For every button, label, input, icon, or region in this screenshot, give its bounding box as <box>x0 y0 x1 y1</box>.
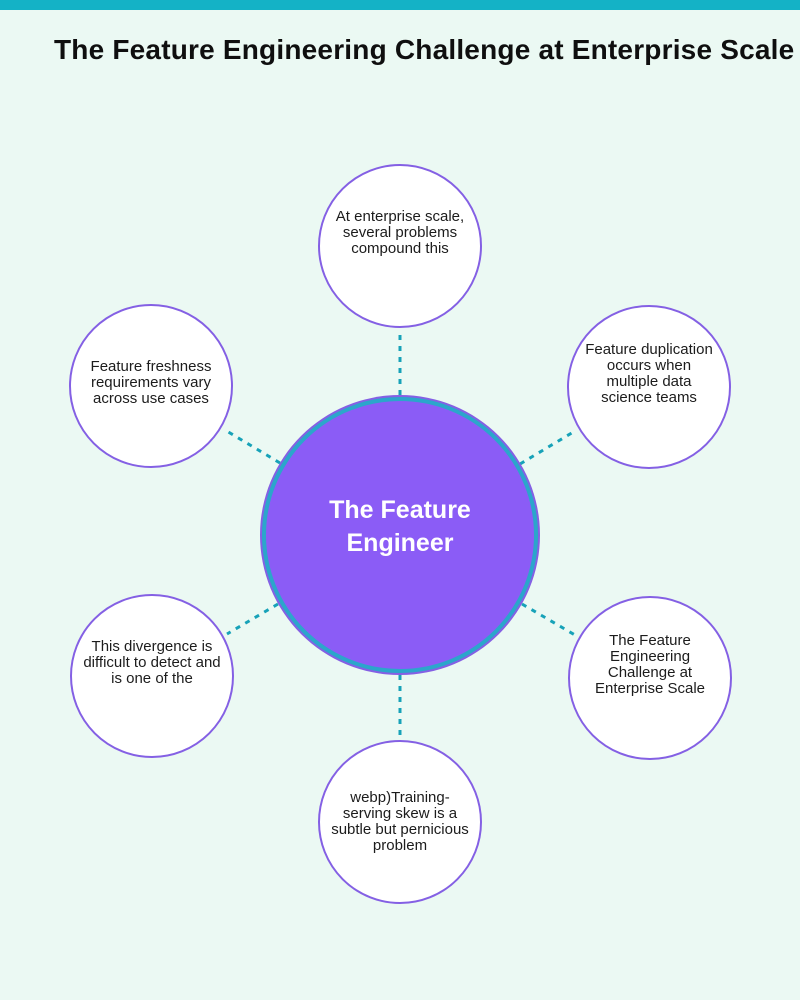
center-node: The Feature Engineer <box>262 397 538 673</box>
connector-bottom-right <box>521 602 576 637</box>
node-label: At enterprise scale, several problems co… <box>335 208 465 257</box>
center-node-label: The Feature Engineer <box>329 496 471 557</box>
node-top: At enterprise scale, several problems co… <box>318 164 482 328</box>
connector-top-left <box>224 428 281 465</box>
top-accent-bar <box>0 0 800 10</box>
node-label: webp)Training-serving skew is a subtle b… <box>331 789 469 854</box>
node-bottom-left: This divergence is difficult to detect a… <box>70 594 234 758</box>
node-bottom-right: The Feature Engineering Challenge at Ent… <box>568 596 732 760</box>
node-top-right: Feature duplication occurs when multiple… <box>567 305 731 469</box>
node-bottom: webp)Training-serving skew is a subtle b… <box>318 740 482 904</box>
node-label: Feature freshness requirements vary acro… <box>90 358 212 407</box>
node-top-left: Feature freshness requirements vary acro… <box>69 304 233 468</box>
node-label: The Feature Engineering Challenge at Ent… <box>594 632 706 697</box>
page-title: The Feature Engineering Challenge at Ent… <box>54 34 795 65</box>
connector-bottom-left <box>226 602 279 636</box>
node-label: This divergence is difficult to detect a… <box>83 638 221 687</box>
node-label: Feature duplication occurs when multiple… <box>585 341 713 406</box>
connector-top-right <box>519 429 576 466</box>
